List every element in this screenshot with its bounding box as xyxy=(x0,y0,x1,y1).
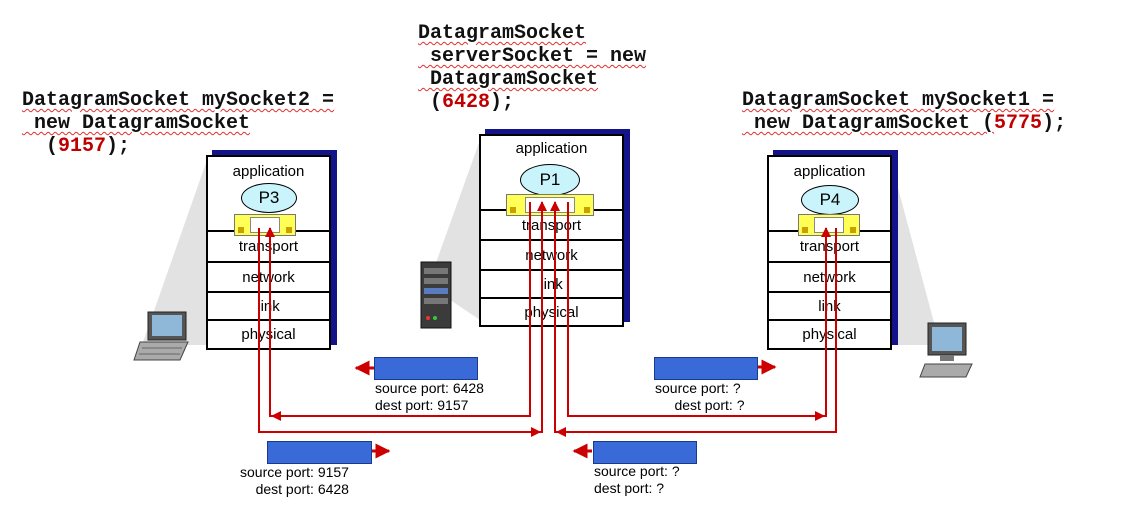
right-host-stack: application P4 transport network link ph… xyxy=(767,155,892,350)
right-network-layer: network xyxy=(769,261,890,292)
ports-source: source port: 6428 xyxy=(375,380,484,396)
left-network-layer: network xyxy=(208,261,329,292)
left-code-line2: new DatagramSocket xyxy=(22,112,251,135)
ports-source: source port: ? xyxy=(594,463,680,479)
left-code-open: ( xyxy=(22,135,59,158)
server-transport-label: transport xyxy=(521,217,582,234)
segment-left-to-server xyxy=(267,441,372,464)
segment-server-to-left-ports: source port: 6428 dest port: 9157 xyxy=(375,380,484,414)
right-port-number: 5775 xyxy=(994,112,1043,135)
right-code-line1: DatagramSocket mySocket1 = xyxy=(742,89,1055,112)
ports-dest: dest port: 6428 xyxy=(255,481,349,497)
server-code-line3: DatagramSocket xyxy=(418,68,599,91)
left-code-close: ); xyxy=(106,135,131,158)
process-p1: P1 xyxy=(520,164,580,196)
left-physical-label: physical xyxy=(241,326,296,343)
left-transport-label: transport xyxy=(238,238,299,255)
process-p4-label: P4 xyxy=(819,190,841,209)
right-transport-label: transport xyxy=(799,238,860,255)
server-socket-code: DatagramSocket serverSocket = new Datagr… xyxy=(418,22,646,114)
segment-server-to-left xyxy=(374,357,478,380)
left-physical-layer: physical xyxy=(208,319,329,348)
left-socket-code: DatagramSocket mySocket2 = new DatagramS… xyxy=(22,89,334,158)
flow-server-to-left xyxy=(265,202,531,417)
server-link-label: link xyxy=(540,276,563,293)
right-host-cone xyxy=(890,158,940,345)
server-code-close: ); xyxy=(490,91,515,114)
ports-dest: dest port: ? xyxy=(674,397,745,413)
server-code-line1: DatagramSocket xyxy=(418,22,587,45)
right-network-label: network xyxy=(803,269,856,286)
server-port-number: 6428 xyxy=(442,91,491,114)
left-host-cone xyxy=(142,160,207,345)
left-network-label: network xyxy=(242,269,295,286)
right-physical-label: physical xyxy=(802,326,857,343)
left-host-stack: application P3 transport network link ph… xyxy=(206,155,331,350)
flow-left-to-server xyxy=(258,201,547,433)
server-tower-icon xyxy=(420,261,452,329)
left-application-label: application xyxy=(232,163,305,180)
flow-right-to-server xyxy=(550,201,837,433)
server-network-label: network xyxy=(525,247,578,264)
right-code-close: ); xyxy=(1042,112,1067,135)
desktop-computer-icon xyxy=(919,322,973,378)
process-p3-label: P3 xyxy=(258,188,280,207)
left-code-line1: DatagramSocket mySocket2 = xyxy=(22,89,335,112)
right-code-line2: new DatagramSocket ( xyxy=(742,112,995,135)
server-network-layer: network xyxy=(481,239,622,270)
right-application-label: application xyxy=(793,163,866,180)
ports-source: source port: 9157 xyxy=(240,464,349,480)
server-link-layer: link xyxy=(481,269,622,298)
server-physical-layer: physical xyxy=(481,297,622,326)
segment-server-to-right-ports: source port: ? dest port: ? xyxy=(655,380,745,414)
server-physical-label: physical xyxy=(524,304,579,321)
left-link-layer: link xyxy=(208,291,329,320)
ports-dest: dest port: 9157 xyxy=(375,397,469,413)
left-port-number: 9157 xyxy=(58,135,107,158)
flow-server-to-right xyxy=(567,202,831,417)
server-application-label: application xyxy=(515,140,588,157)
left-link-label: link xyxy=(257,298,280,315)
right-socket-code: DatagramSocket mySocket1 = new DatagramS… xyxy=(742,89,1066,135)
right-physical-layer: physical xyxy=(769,319,890,348)
segment-server-to-right xyxy=(654,357,758,380)
server-code-open: ( xyxy=(418,91,443,114)
process-p3: P3 xyxy=(241,183,297,213)
left-socket xyxy=(234,214,296,236)
laptop-icon xyxy=(133,311,189,361)
server-code-line2: serverSocket = new xyxy=(418,45,647,68)
ports-dest: dest port: ? xyxy=(594,480,665,496)
segment-right-to-server xyxy=(593,441,697,464)
segment-right-to-server-ports: source port: ? dest port: ? xyxy=(594,463,680,497)
process-p1-label: P1 xyxy=(539,170,561,189)
server-stack: application P1 transport network link ph… xyxy=(479,134,624,327)
segment-left-to-server-ports: source port: 9157 dest port: 6428 xyxy=(240,464,349,498)
ports-source: source port: ? xyxy=(655,380,741,396)
